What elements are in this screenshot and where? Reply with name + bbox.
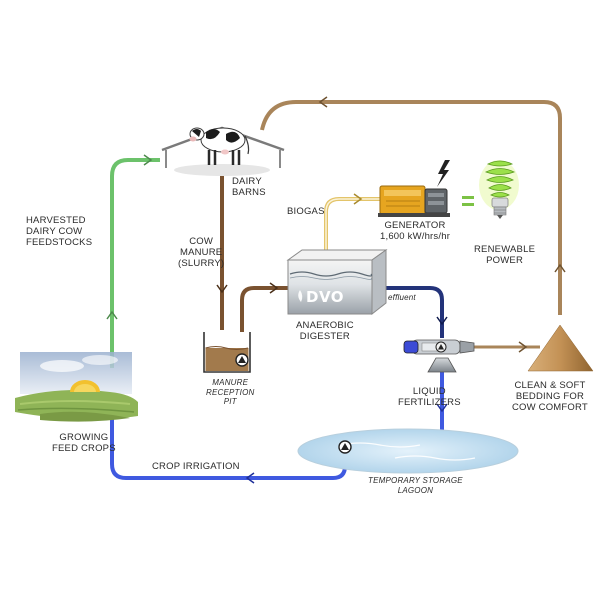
lagoon-icon [297,428,519,474]
lightning-icon [437,160,450,187]
label-biogas: BIOGAS [287,206,325,217]
label-generator: GENERATOR 1,600 kW/hrs/hr [380,220,451,242]
manure-arrow-down [216,284,228,294]
pit-pump-icon [235,353,249,367]
label-dairy-barns: DAIRY BARNS [232,176,266,198]
bedding-flow-line [260,100,562,315]
label-effluent: effluent [388,293,416,302]
irrigation-arrow-left [245,472,255,484]
label-renewable-power: RENEWABLE POWER [474,244,536,266]
label-manure-reception-pit: MANURE RECEPTION PIT [206,378,255,406]
irrigation-flow-line [110,404,347,480]
liquid-arrow-down [436,403,448,413]
feedstock-arrow-up [106,310,118,320]
label-growing-feed-crops: GROWING FEED CROPS [52,432,116,454]
label-liquid-fertilizers: LIQUID FERTILIZERS [398,386,461,408]
label-crop-irrigation: CROP IRRIGATION [152,461,240,472]
bedding-pile-icon [527,324,594,372]
effluent-arrow-down [436,316,448,326]
label-harvested-feedstocks: HARVESTED DAIRY COW FEEDSTOCKS [26,215,93,248]
slurry-arrow-right [269,282,279,294]
equals-icon [462,196,474,206]
farm-field-icon [15,352,138,422]
label-cow-manure: COW MANURE (SLURRY) [178,236,225,269]
slurry-flow-line [240,286,290,348]
effluent-flow-line [376,286,444,338]
label-anaerobic-digester: ANAEROBIC DIGESTER [296,320,354,342]
separator-icon [403,339,475,373]
bedding-arrow-up [554,263,566,273]
digester-tank-icon [286,249,388,316]
bedding-arrow-left [318,96,328,108]
lagoon-pump-icon [338,440,352,454]
biogas-flow-line [324,197,382,257]
label-temporary-storage-lagoon: TEMPORARY STORAGE LAGOON [368,476,463,495]
sun-icon [70,380,100,392]
feedstock-flow-line [110,158,160,368]
label-bedding: CLEAN & SOFT BEDDING FOR COW COMFORT [512,380,588,413]
solids-arrow [518,341,528,353]
feedstock-arrow-right [143,154,153,166]
biogas-arrow [353,193,363,205]
digester-logo: DVO [306,288,344,306]
light-bulb-icon [479,160,519,219]
cow-icon [189,127,250,165]
biogas-flow-line-inner [325,198,382,257]
generator-icon [378,185,450,217]
